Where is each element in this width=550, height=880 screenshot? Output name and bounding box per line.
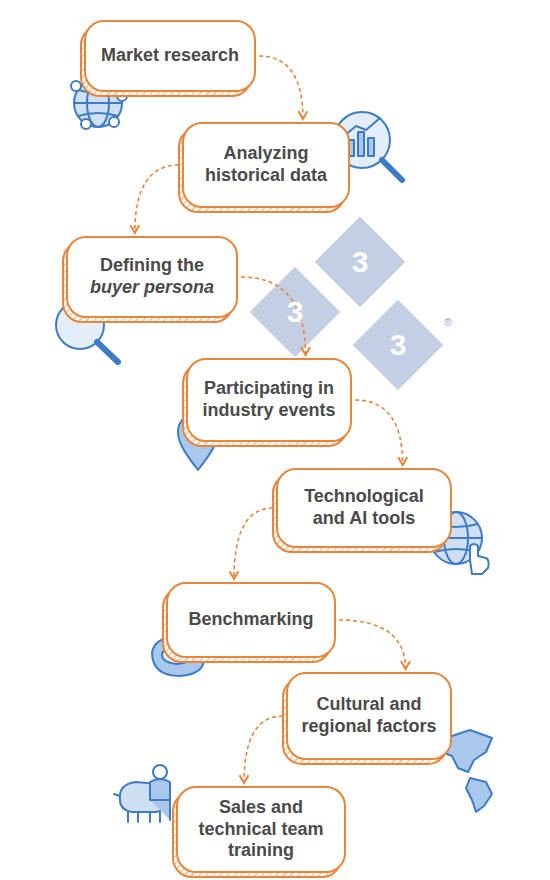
process-box: Benchmarking — [166, 582, 336, 658]
step-label: Sales and technical team training — [176, 789, 346, 870]
dashed-arrow — [355, 400, 403, 465]
process-box: Cultural and regional factors — [286, 672, 452, 760]
registered-mark: ® — [444, 317, 452, 328]
step-label: Analyzing historical data — [182, 135, 350, 194]
pig-farmer-icon — [114, 765, 170, 822]
process-box: Defining the buyer persona — [66, 236, 238, 318]
dashed-arrow — [135, 165, 179, 233]
process-box: Analyzing historical data — [182, 122, 350, 208]
watermark-number: 3 — [287, 297, 304, 327]
dashed-arrow — [234, 508, 273, 579]
step-label: Participating in industry events — [186, 370, 352, 429]
step-label: Technological and AI tools — [276, 478, 452, 537]
watermark-number: 3 — [390, 330, 407, 360]
step-label: Benchmarking — [176, 601, 325, 639]
dashed-arrow — [241, 277, 306, 355]
dashed-arrow — [244, 716, 283, 783]
dashed-arrow — [259, 56, 303, 119]
process-box: Technological and AI tools — [276, 468, 452, 548]
step-label: Defining the buyer persona — [66, 247, 238, 306]
process-box: Sales and technical team training — [176, 786, 346, 873]
step-label: Market research — [89, 37, 251, 75]
step-label: Cultural and regional factors — [286, 686, 452, 745]
dashed-arrow — [339, 620, 406, 669]
process-box: Market research — [84, 20, 256, 92]
process-box: Participating in industry events — [186, 358, 352, 442]
watermark-number: 3 — [352, 247, 369, 277]
